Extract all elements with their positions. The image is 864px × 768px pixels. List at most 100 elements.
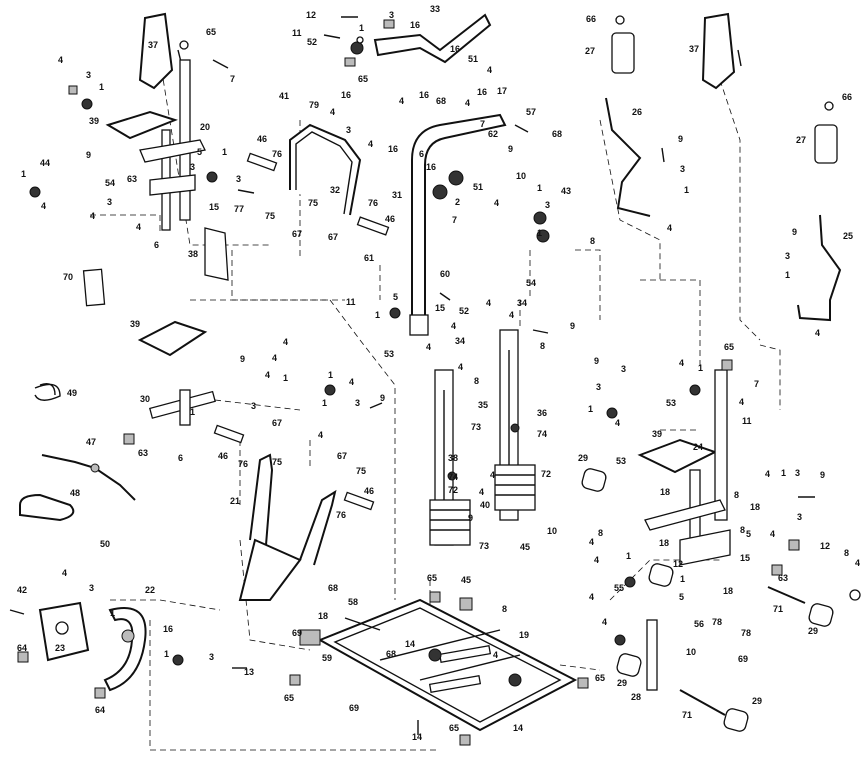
part-callout: 64: [95, 705, 105, 715]
part-callout: 4: [486, 298, 491, 308]
part-callout: 4: [283, 337, 288, 347]
part-callout: 46: [385, 214, 395, 224]
part-callout: 74: [448, 472, 458, 482]
part-callout: 16: [163, 624, 173, 634]
part-callout: 4: [465, 98, 470, 108]
part-callout: 76: [336, 510, 346, 520]
part-callout: 12: [673, 559, 683, 569]
part-callout: 73: [479, 541, 489, 551]
part-callout: 77: [234, 204, 244, 214]
part-callout: 4: [509, 310, 514, 320]
backrest-pad-right: [701, 12, 742, 90]
part-callout: 55: [614, 583, 624, 593]
part-callout: 7: [754, 379, 759, 389]
part-callout: 4: [679, 358, 684, 368]
part-callout: 3: [785, 251, 790, 261]
part-callout: 45: [461, 575, 471, 585]
part-callout: 42: [17, 585, 27, 595]
part-callout: 65: [358, 74, 368, 84]
rear-leg-post: [646, 619, 658, 691]
part-callout: 3: [680, 164, 685, 174]
part-callout: 9: [678, 134, 683, 144]
part-callout: 1: [21, 169, 26, 179]
part-callout: 8: [540, 341, 545, 351]
part-callout: 1: [537, 228, 542, 238]
main-tower: [409, 113, 507, 336]
part-callout: 29: [578, 453, 588, 463]
part-callout: 3: [795, 468, 800, 478]
part-callout: 4: [770, 529, 775, 539]
part-callout: 16: [419, 90, 429, 100]
part-callout: 68: [436, 96, 446, 106]
part-callout: 17: [497, 86, 507, 96]
part-callout: 71: [773, 604, 783, 614]
part-callout: 4: [399, 96, 404, 106]
part-callout: 3: [251, 401, 256, 411]
part-callout: 1: [99, 82, 104, 92]
part-callout: 9: [240, 354, 245, 364]
part-callout: 43: [561, 186, 571, 196]
part-callout: 33: [430, 4, 440, 14]
part-callout: 63: [138, 448, 148, 458]
part-callout: 4: [615, 418, 620, 428]
part-callout: 45: [520, 542, 530, 552]
part-callout: 8: [844, 548, 849, 558]
part-callout: 4: [494, 198, 499, 208]
part-callout: 1: [684, 185, 689, 195]
part-callout: 9: [570, 321, 575, 331]
part-callout: 4: [458, 362, 463, 372]
hardware: [9, 15, 861, 746]
right-seat-upright: [644, 369, 731, 566]
part-callout: 34: [455, 336, 465, 346]
part-callout: 5: [679, 592, 684, 602]
part-callout: 16: [341, 90, 351, 100]
part-callout: 3: [621, 364, 626, 374]
part-callout: 4: [667, 223, 672, 233]
part-callout: 69: [349, 703, 359, 713]
part-callout: 68: [328, 583, 338, 593]
part-callout: 14: [513, 723, 523, 733]
part-callout: 3: [209, 652, 214, 662]
part-callout: 76: [272, 149, 282, 159]
u-bolt-48: [19, 493, 75, 522]
part-callout: 49: [67, 388, 77, 398]
part-callout: 67: [337, 451, 347, 461]
part-callout: 23: [55, 643, 65, 653]
part-callout: 4: [426, 342, 431, 352]
part-callout: 7: [452, 215, 457, 225]
part-callout: 65: [595, 673, 605, 683]
part-callout: 59: [322, 653, 332, 663]
part-callout: 6: [178, 453, 183, 463]
part-callout: 1: [375, 310, 380, 320]
part-callout: 9: [508, 144, 513, 154]
part-callout: 16: [450, 44, 460, 54]
part-callout: 63: [778, 573, 788, 583]
part-callout: 8: [474, 376, 479, 386]
part-callout: 1: [283, 373, 288, 383]
part-callout: 8: [502, 604, 507, 614]
part-callout: 1: [328, 370, 333, 380]
part-callout: 63: [127, 174, 137, 184]
part-callout: 24: [693, 442, 703, 452]
part-callout: 8: [590, 236, 595, 246]
leg-curl-bracket: [38, 601, 147, 692]
part-callout: 1: [322, 398, 327, 408]
part-callout: 9: [792, 227, 797, 237]
part-callout: 52: [459, 306, 469, 316]
part-callout: 9: [468, 513, 473, 523]
part-callout: 10: [686, 647, 696, 657]
part-callout: 11: [742, 416, 752, 426]
part-callout: 41: [279, 91, 289, 101]
part-callout: 4: [815, 328, 820, 338]
part-callout: 15: [435, 303, 445, 313]
part-callout: 68: [386, 649, 396, 659]
part-callout: 65: [284, 693, 294, 703]
part-callout: 46: [257, 134, 267, 144]
part-callout: 75: [308, 198, 318, 208]
part-callout: 1: [110, 608, 115, 618]
part-callout: 4: [855, 558, 860, 568]
part-callout: 29: [808, 626, 818, 636]
part-callout: 3: [596, 382, 601, 392]
